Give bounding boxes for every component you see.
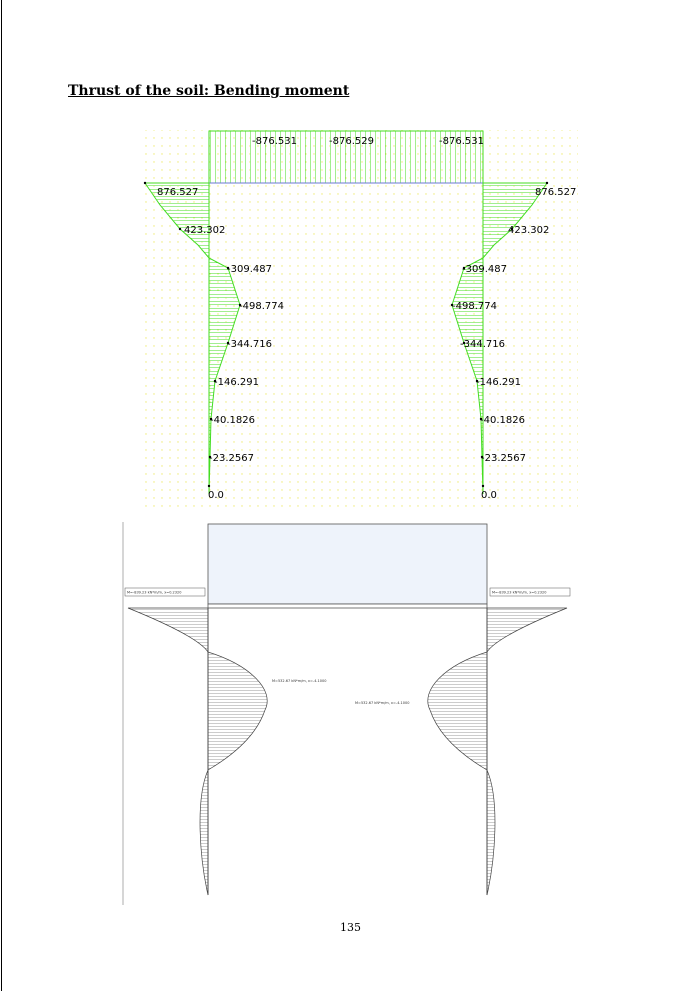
right-label: -146.291 [476,377,521,388]
right-label: -344.716 [460,339,505,350]
top-label: -876.529 [329,136,374,147]
left-label: -146.291 [214,377,259,388]
left-label: -309.487 [227,264,272,275]
annotation: M=-839.23 kN*m/m, x=0.2320 [127,591,181,595]
left-label: -23.2567 [209,453,254,464]
bending-moment-diagram-green: -876.531 -876.529 -876.531 876.527 423.3… [143,130,578,510]
left-label: 876.527 [157,187,198,198]
right-label: -23.2567 [481,453,526,464]
right-label: -498.774 [452,301,497,312]
left-label: -40.1826 [210,415,255,426]
left-label: 0.0 [208,490,224,501]
top-label: -876.531 [439,136,484,147]
annotation: M=-839.23 kN*m/m, x=0.2320 [492,591,546,595]
left-label: 423.302 [184,225,225,236]
section-title: Thrust of the soil: Bending moment [68,83,350,99]
annotation: M=532.67 kN*m/m, x=-4.1000 [355,701,409,705]
right-label: -309.487 [462,264,507,275]
right-label: 0.0 [481,490,497,501]
top-label: -876.531 [252,136,297,147]
annotation: M=532.67 kN*m/m, x=-4.1000 [272,679,326,683]
right-label: 876.527 [535,187,576,198]
right-label: -40.1826 [480,415,525,426]
left-label: -344.716 [227,339,272,350]
page-border [1,0,2,991]
page-number: 135 [340,921,361,934]
right-label: 423.302 [508,225,549,236]
bending-moment-diagram-bw: M=-839.23 kN*m/m, x=0.2320 M=-839.23 kN*… [122,522,571,905]
left-label: -498.774 [239,301,284,312]
